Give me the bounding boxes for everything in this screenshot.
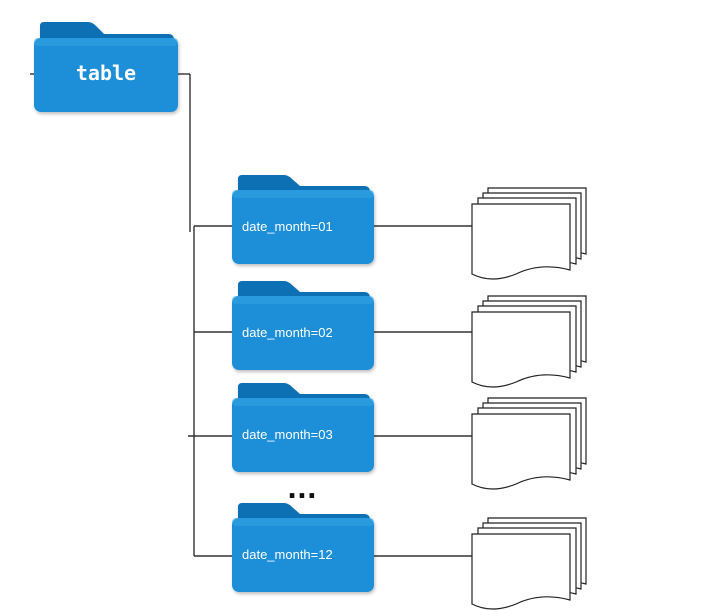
folder-icon	[232, 503, 374, 592]
file-stack-icon[interactable]	[471, 187, 587, 280]
folder-icon	[232, 175, 374, 264]
partition-folder-label: date_month=12	[242, 547, 333, 562]
partition-folder-label: date_month=01	[242, 219, 333, 234]
partition-folder-label: date_month=02	[242, 325, 333, 340]
file-stack-icon[interactable]	[471, 295, 587, 388]
folder-icon	[232, 383, 374, 472]
folder-icon	[232, 281, 374, 370]
file-stack-icon[interactable]	[471, 517, 587, 610]
ellipsis-more: ...	[287, 475, 317, 505]
partition-folder[interactable]: date_month=02	[232, 281, 374, 370]
partition-folder[interactable]: date_month=01	[232, 175, 374, 264]
partition-folder[interactable]: date_month=03	[232, 383, 374, 472]
partition-folder-label: date_month=03	[242, 427, 333, 442]
partition-folder[interactable]: date_month=12	[232, 503, 374, 592]
root-folder-label: table	[76, 61, 136, 85]
tree-connectors	[30, 73, 472, 557]
folder-icon	[34, 22, 178, 112]
file-stack-icon[interactable]	[471, 397, 587, 490]
partition-list: date_month=01 date_month=02 date_month=03d…	[232, 175, 587, 610]
root-folder[interactable]: table	[34, 22, 178, 112]
